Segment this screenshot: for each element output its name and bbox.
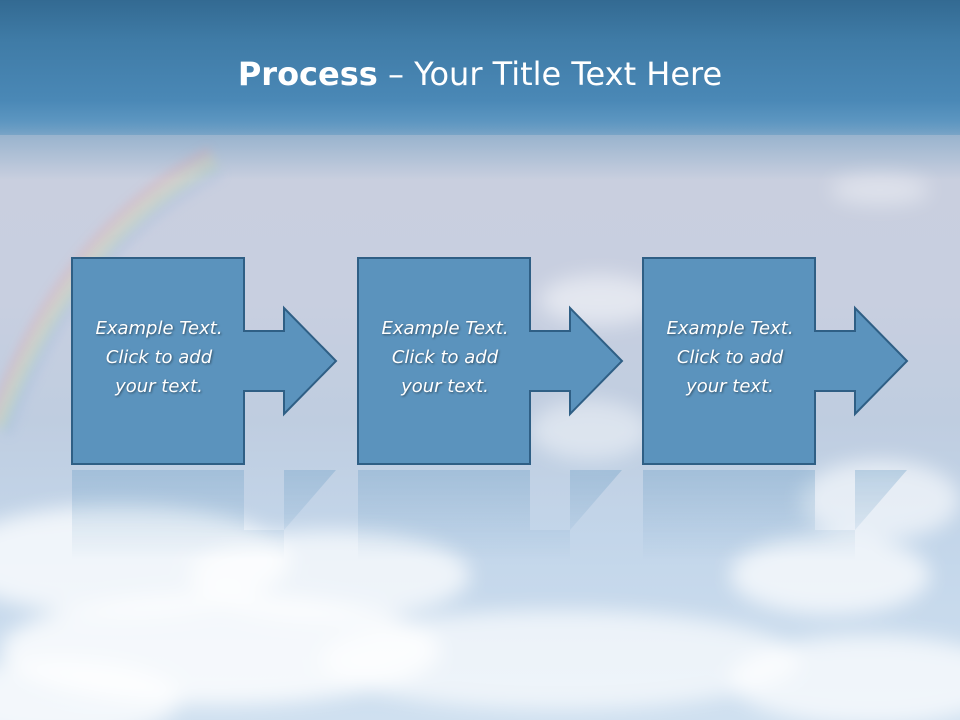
step-text: Example Text. Click to add your text. (74, 314, 244, 401)
step-text-line: your text. (686, 376, 774, 397)
page-title[interactable]: Process – Your Title Text Here (0, 54, 960, 94)
step-text: Example Text. Click to add your text. (360, 314, 530, 401)
arrow-box-shape (357, 257, 624, 465)
step-text-line: Click to add (676, 347, 784, 368)
title-rest: – Your Title Text Here (377, 55, 723, 93)
step-reflection (641, 470, 911, 560)
step-text-line: your text. (115, 376, 203, 397)
step-text-line: your text. (401, 376, 489, 397)
step-reflection (356, 470, 626, 560)
arrow-box-shape (642, 257, 909, 465)
title-band (0, 0, 960, 135)
step-text-line: Click to add (105, 347, 213, 368)
step-text: Example Text. Click to add your text. (645, 314, 815, 401)
title-strong: Process (237, 55, 378, 93)
step-reflection (70, 470, 340, 560)
process-step-1[interactable]: Example Text. Click to add your text. (70, 256, 340, 468)
step-text-line: Example Text. (666, 318, 794, 339)
process-step-3[interactable]: Example Text. Click to add your text. (641, 256, 911, 468)
arrow-box-shape (71, 257, 338, 465)
step-text-line: Example Text. (95, 318, 223, 339)
step-text-line: Example Text. (381, 318, 509, 339)
process-step-2[interactable]: Example Text. Click to add your text. (356, 256, 626, 468)
step-text-line: Click to add (391, 347, 499, 368)
